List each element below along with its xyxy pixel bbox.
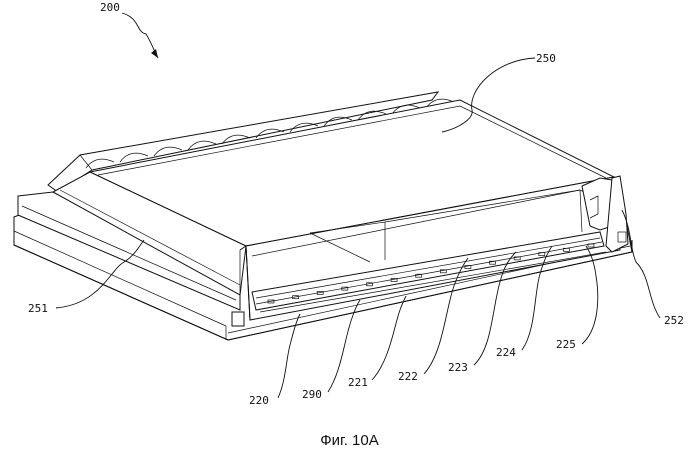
- figure-caption: Фиг. 10А: [0, 432, 699, 449]
- label-224: 224: [496, 346, 516, 359]
- label-251: 251: [28, 302, 48, 315]
- label-222: 222: [398, 370, 418, 383]
- label-220: 220: [249, 394, 269, 407]
- label-200: 200: [100, 1, 120, 14]
- label-250: 250: [536, 52, 556, 65]
- bottom-clip: [232, 312, 244, 326]
- label-225: 225: [556, 338, 576, 351]
- label-252: 252: [664, 314, 684, 327]
- label-223: 223: [448, 361, 468, 374]
- label-221: 221: [348, 376, 368, 389]
- label-290: 290: [302, 388, 322, 401]
